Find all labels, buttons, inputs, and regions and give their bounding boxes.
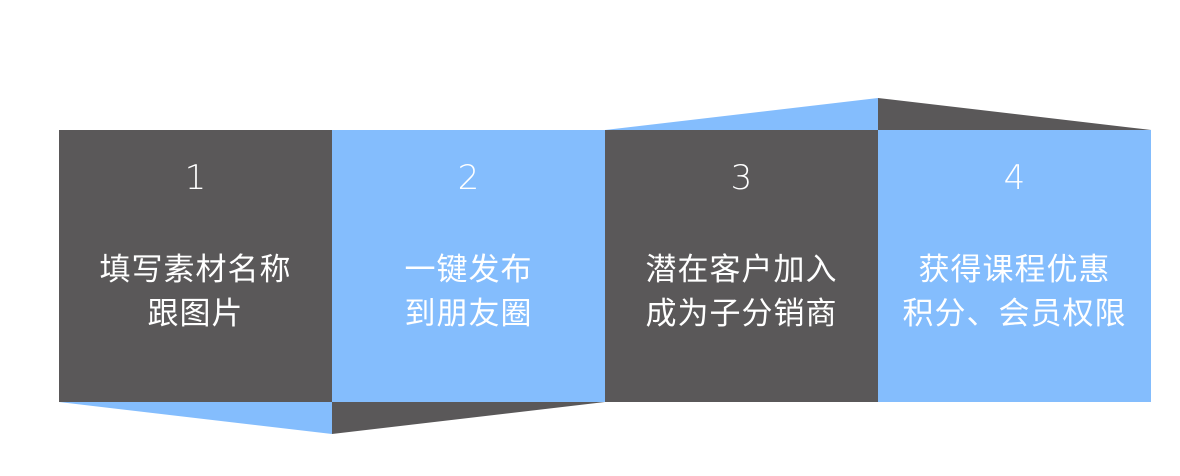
fold-top-right [878, 98, 1151, 130]
step-1: 1 填写素材名称跟图片 [59, 130, 332, 402]
step-text-line2: 到朋友圈 [404, 296, 533, 332]
fold-bottom-left [59, 402, 332, 434]
step-text-line1: 填写素材名称 [99, 252, 292, 288]
step-number: 1 [184, 158, 207, 198]
step-text-line2: 成为子分销商 [645, 296, 838, 332]
step-text: 填写素材名称跟图片 [59, 248, 332, 336]
step-4: 4 获得课程优惠积分、会员权限 [878, 130, 1151, 402]
fold-top-left [605, 98, 878, 130]
step-text-line1: 一键发布 [404, 252, 533, 288]
step-number: 2 [457, 158, 480, 198]
fold-bottom-right [332, 402, 605, 434]
step-text: 一键发布到朋友圈 [332, 248, 605, 336]
step-number: 3 [730, 158, 753, 198]
step-text-line2: 跟图片 [147, 296, 244, 332]
step-number: 4 [1003, 158, 1026, 198]
step-text: 潜在客户加入成为子分销商 [605, 248, 878, 336]
step-2: 2 一键发布到朋友圈 [332, 130, 605, 402]
step-text-line1: 获得课程优惠 [918, 252, 1111, 288]
step-text: 获得课程优惠积分、会员权限 [878, 248, 1151, 336]
step-text-line2: 积分、会员权限 [902, 296, 1127, 332]
step-text-line1: 潜在客户加入 [645, 252, 838, 288]
step-3: 3 潜在客户加入成为子分销商 [605, 130, 878, 402]
